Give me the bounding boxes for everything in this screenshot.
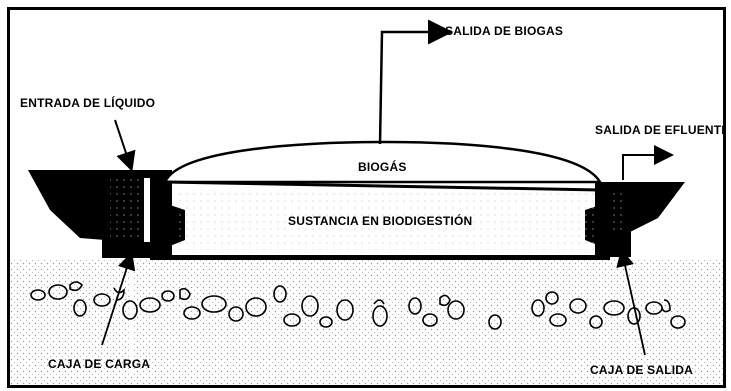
load-box-label: CAJA DE CARGA <box>48 357 151 371</box>
effluent-outlet-label: SALIDA DE EFLUENTE <box>595 123 726 137</box>
biogas-label: BIOGÁS <box>358 160 407 174</box>
effluent-outlet-arrow <box>622 145 674 180</box>
biogas-dome <box>163 140 603 184</box>
liquid-inlet-arrow <box>114 119 136 172</box>
biogas-outlet-pipe <box>378 19 453 145</box>
biogas-outlet-label: SALIDA DE BIOGAS <box>445 24 564 38</box>
diagram-frame: SALIDA DE BIOGAS ENTRADA DE LÍQUIDO SALI… <box>7 7 726 388</box>
outlet-box-label: CAJA DE SALIDA <box>590 363 694 377</box>
dome-base-line <box>164 180 601 192</box>
right-bank <box>620 182 685 232</box>
ground-gap-left <box>130 265 134 375</box>
outlet-box-pointer <box>616 248 646 356</box>
biodigester-diagram <box>10 19 723 385</box>
liquid-inlet-label: ENTRADA DE LÍQUIDO <box>20 96 156 110</box>
inlet-box-inner <box>144 178 150 242</box>
ground-soil <box>10 260 723 385</box>
substance-label: SUSTANCIA EN BIODIGESTIÓN <box>288 214 473 228</box>
outlet-box-fill <box>612 190 626 235</box>
inlet-box-fill <box>110 178 144 242</box>
left-bank <box>28 170 105 240</box>
digestion-substance <box>175 192 595 250</box>
soil-particles <box>30 281 686 330</box>
